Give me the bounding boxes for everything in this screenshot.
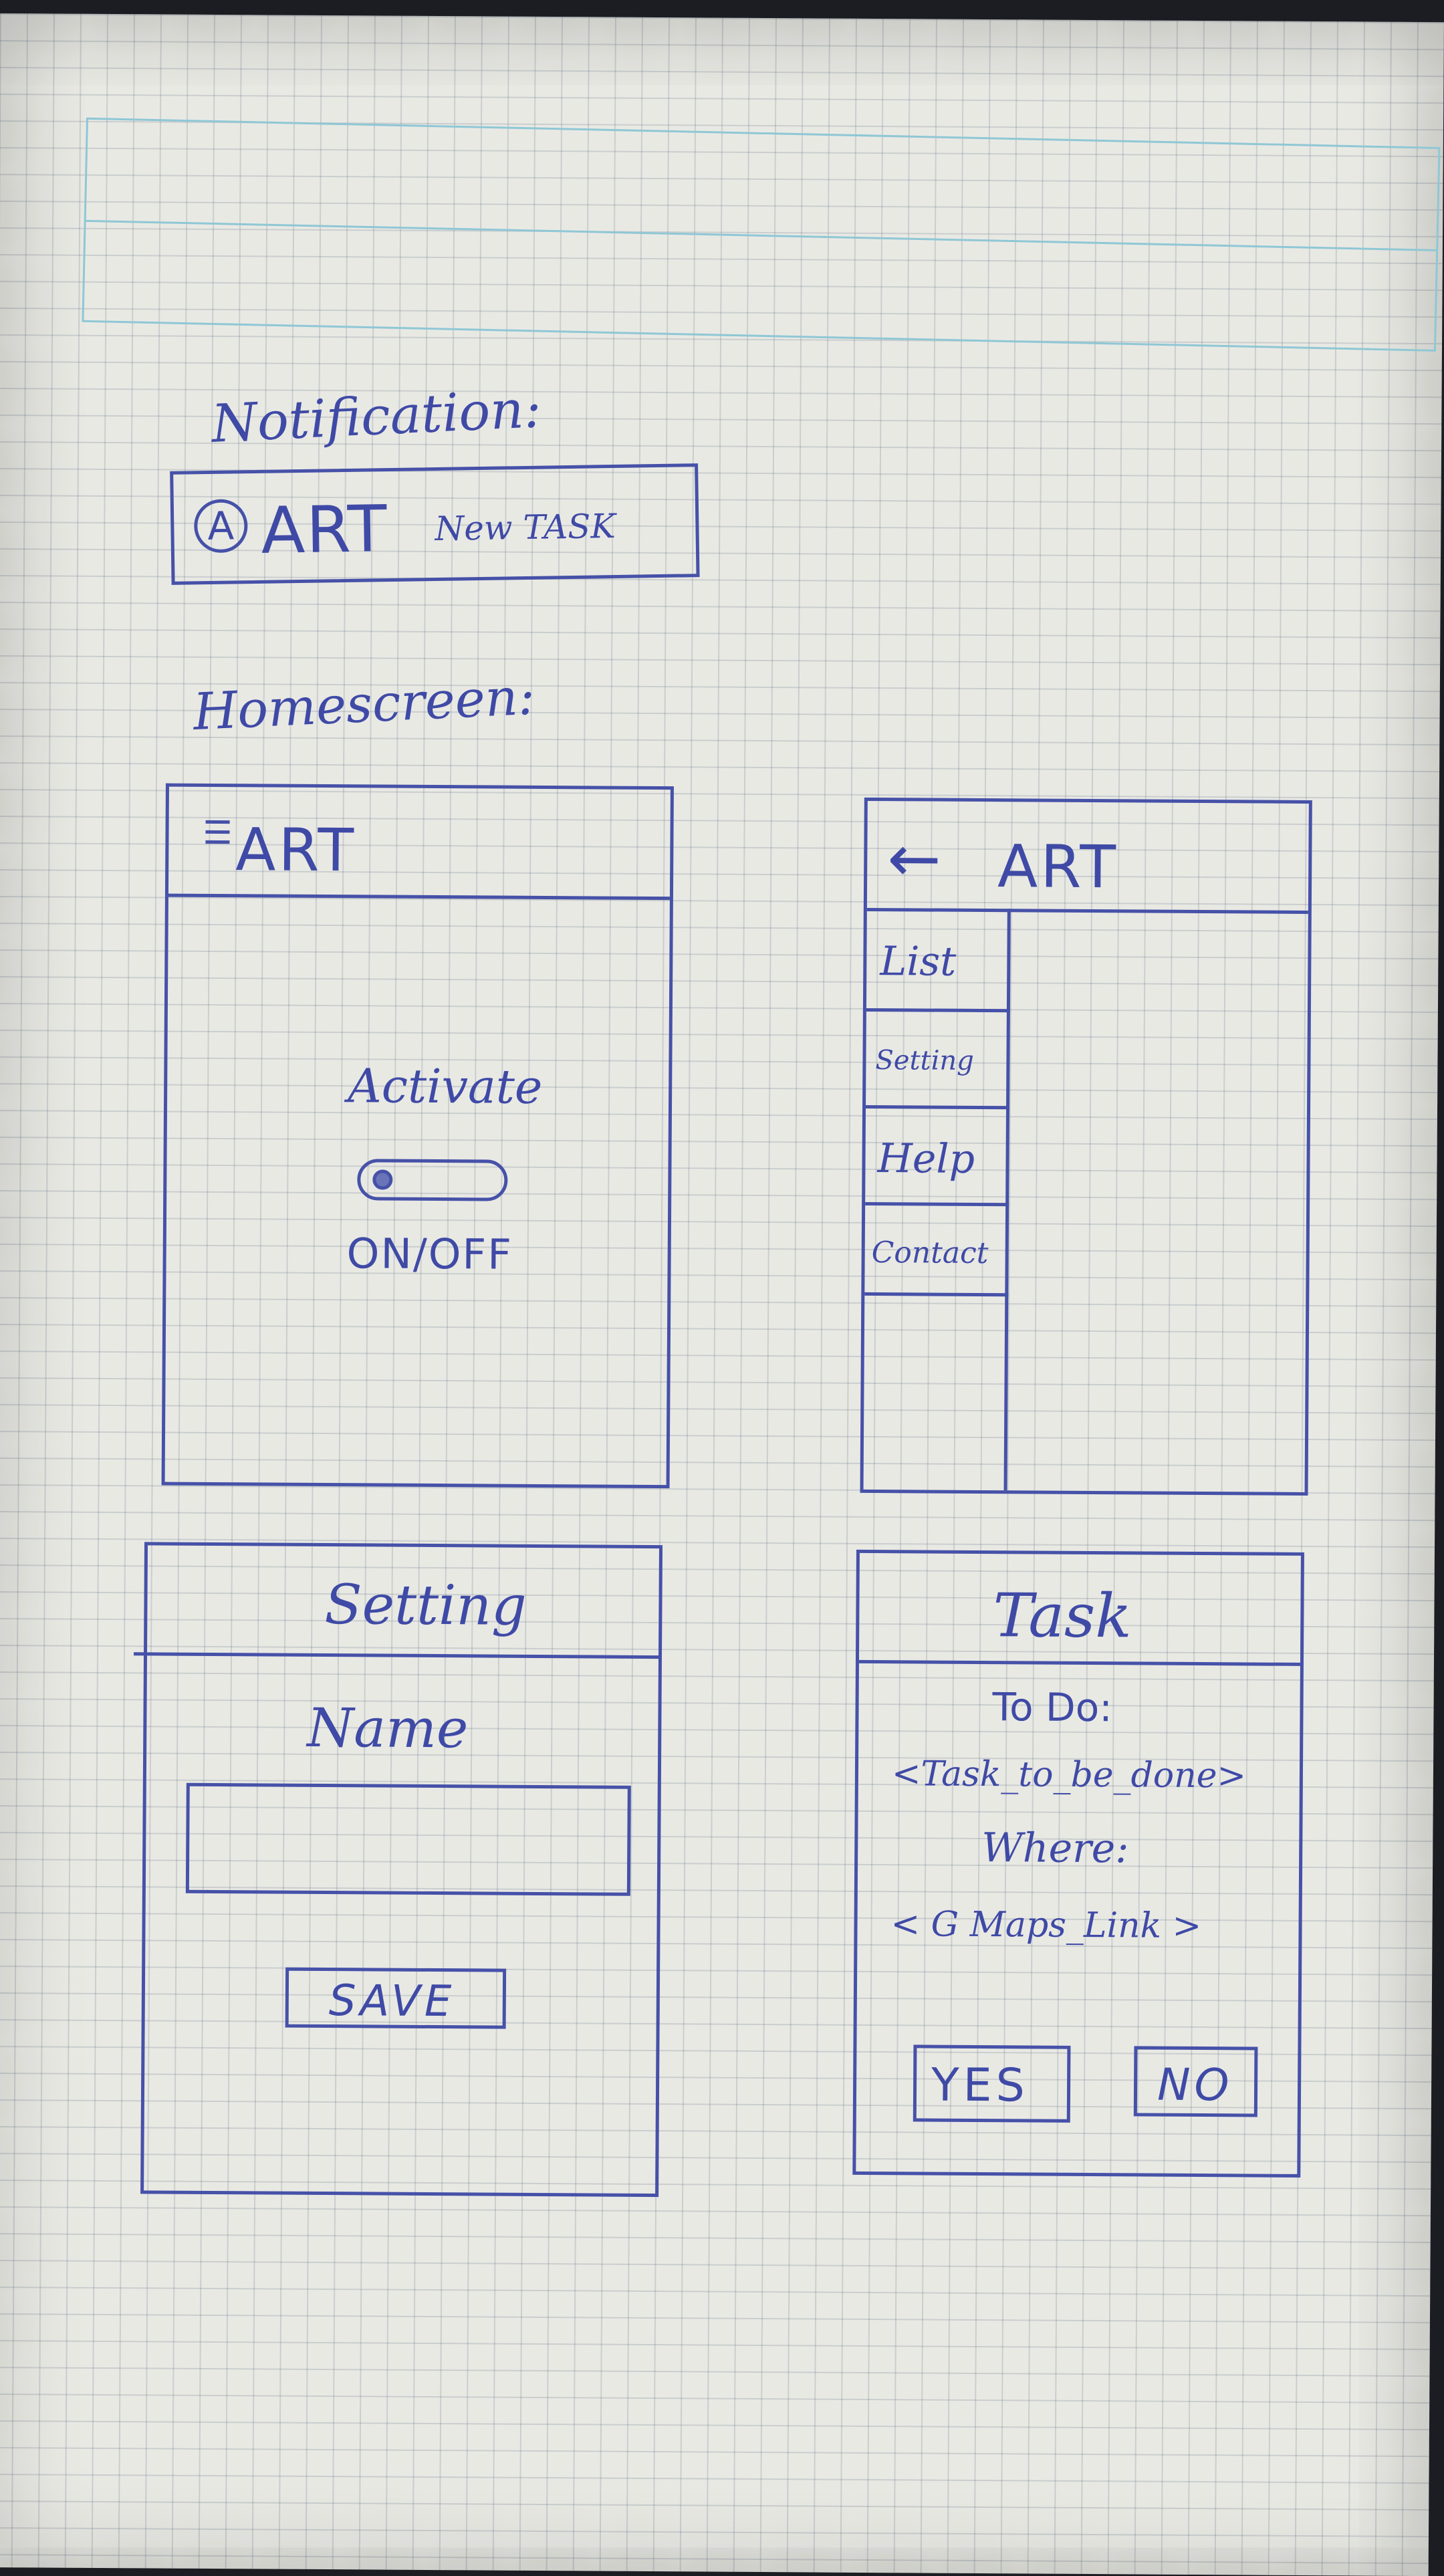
home-appbar-divider — [168, 893, 670, 901]
save-button[interactable]: SAVE — [285, 1967, 507, 2029]
home-app-title: ART — [235, 815, 357, 885]
name-input[interactable] — [185, 1782, 631, 1896]
menu-item-label: Contact — [871, 1235, 989, 1271]
hamburger-icon[interactable] — [205, 814, 230, 850]
settings-screen-mockup: Setting Name SAVE — [133, 1542, 663, 2198]
notification-banner[interactable]: A ART New TASK — [170, 463, 700, 585]
menu-item-label: List — [880, 938, 957, 985]
todo-value: <Task_to_be_done> — [891, 1754, 1247, 1796]
menu-item-setting[interactable]: Setting — [866, 1012, 1010, 1106]
home-screen-mockup: ART Activate ON/OFF — [161, 783, 674, 1489]
app-icon-letter: A — [207, 503, 235, 550]
task-title: Task — [993, 1580, 1132, 1652]
back-arrow-icon[interactable]: ← — [886, 821, 942, 897]
toggle-knob — [372, 1169, 393, 1190]
todo-label: To Do: — [992, 1684, 1112, 1731]
save-button-label: SAVE — [328, 1976, 456, 2027]
activate-toggle[interactable] — [357, 1159, 508, 1201]
menu-item-contact[interactable]: Contact — [864, 1205, 1009, 1293]
notification-app-name: ART — [260, 491, 389, 568]
no-button-label: NO — [1157, 2059, 1233, 2111]
circled-a-icon: A — [193, 499, 248, 554]
settings-title: Setting — [324, 1573, 527, 1638]
yes-button[interactable]: YES — [913, 2044, 1071, 2123]
notification-message: New TASK — [435, 506, 616, 548]
settings-appbar-divider — [133, 1652, 659, 1659]
menu-item-help[interactable]: Help — [865, 1108, 1009, 1203]
header-rule — [86, 219, 1437, 251]
where-value[interactable]: < G Maps_Link > — [890, 1904, 1202, 1947]
activate-label: Activate — [347, 1058, 543, 1115]
menu-app-title: ART — [997, 832, 1119, 902]
notebook-header-band — [82, 117, 1441, 352]
yes-button-label: YES — [931, 2059, 1030, 2113]
menu-item-label: Setting — [875, 1045, 974, 1076]
notification-section-label: Notification: — [210, 379, 543, 455]
no-button[interactable]: NO — [1133, 2046, 1258, 2117]
task-appbar-divider — [858, 1659, 1300, 1666]
task-screen-mockup: Task To Do: <Task_to_be_done> Where: < G… — [852, 1549, 1304, 2178]
notebook-page: Notification: A ART New TASK Homescreen:… — [0, 13, 1444, 2576]
where-label: Where: — [981, 1825, 1129, 1873]
menu-divider — [864, 1292, 1009, 1297]
menu-item-list[interactable]: List — [866, 911, 1011, 1009]
toggle-state-label: ON/OFF — [346, 1229, 513, 1279]
homescreen-section-label: Homescreen: — [191, 666, 536, 742]
menu-item-label: Help — [877, 1135, 975, 1183]
menu-screen-mockup: ← ART List Setting Help Contact — [860, 797, 1312, 1496]
name-field-label: Name — [307, 1696, 469, 1760]
